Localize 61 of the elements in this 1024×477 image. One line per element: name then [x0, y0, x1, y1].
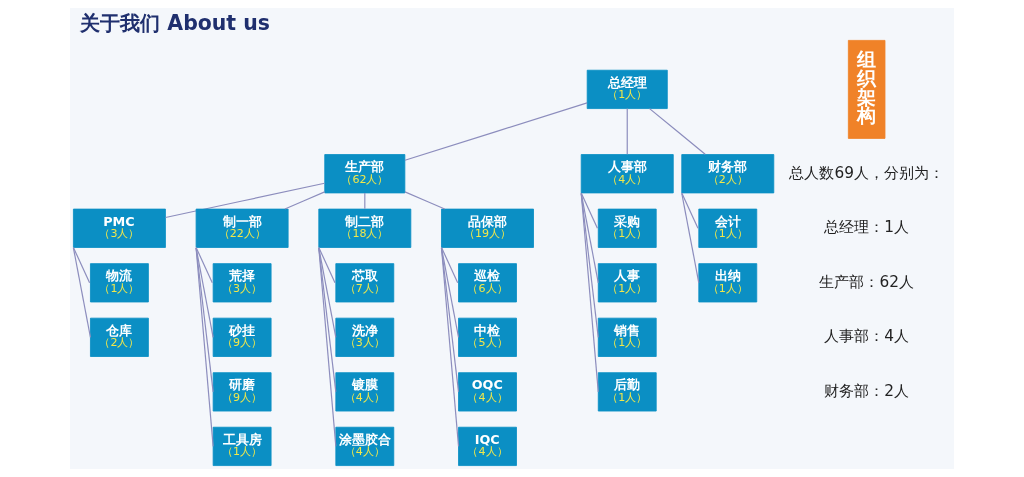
connector: [580, 192, 599, 338]
node-box: 研磨 （9人）: [212, 372, 272, 412]
connector: [404, 191, 446, 210]
node-box: 人事 （1人）: [597, 263, 657, 303]
connector: [284, 191, 326, 210]
node-box: 财务部 （2人）: [681, 154, 775, 194]
node-box: 砂挂 （9人）: [212, 317, 272, 357]
node-box: 制二部 （18人）: [318, 208, 412, 248]
label: 人事部：4人: [824, 327, 910, 346]
connector: [318, 246, 336, 284]
node-box: 制一部 （22人）: [195, 208, 289, 248]
label: 总人数69人，分别为：: [789, 163, 944, 182]
node-box: 仓库 （2人）: [90, 317, 149, 357]
connector: [195, 247, 214, 338]
label: 财务部：2人: [824, 381, 910, 400]
connector: [318, 247, 337, 393]
node-box: 物流 （1人）: [90, 263, 149, 303]
node-box: 镀膜 （4人）: [335, 372, 395, 412]
node-box: 中检 （5人）: [458, 317, 517, 357]
node-box: 总经理 （1人）: [586, 69, 668, 109]
label: 总经理：1人: [824, 218, 910, 237]
node-box: 工具房 （1人）: [212, 426, 272, 466]
connector: [580, 192, 598, 229]
node-box: 销售 （1人）: [597, 317, 657, 357]
connector: [626, 108, 628, 155]
connector: [72, 246, 91, 284]
connector: [681, 192, 700, 284]
diagram-title: 关于我们 About us: [80, 11, 270, 36]
connector: [648, 108, 706, 155]
node-box: 组织架构: [847, 39, 886, 139]
node-box: 人事部 （4人）: [580, 154, 674, 194]
connector: [440, 246, 459, 284]
node-box: 涂墨胶合 （4人）: [335, 426, 395, 466]
connector: [580, 192, 599, 393]
label: 生产部：62人: [819, 272, 914, 291]
node-box: 芯取 （7人）: [335, 263, 395, 303]
connector: [72, 247, 92, 338]
connector: [195, 246, 213, 284]
connector: [440, 247, 460, 338]
connector: [195, 247, 214, 447]
connector: [195, 247, 214, 393]
node-box: 巡检 （6人）: [458, 263, 517, 303]
node-box: IQC （4人）: [458, 426, 517, 466]
node-box: 品保部 （19人）: [441, 208, 534, 248]
connector: [681, 192, 699, 229]
connector: [318, 247, 337, 447]
node-box: 荒择 （3人）: [212, 263, 272, 303]
connector: [440, 247, 460, 393]
connector: [318, 247, 337, 338]
node-box: 生产部 （62人）: [324, 154, 406, 194]
node-box: PMC （3人）: [73, 208, 166, 248]
connector: [404, 102, 588, 161]
node-box: 后勤 （1人）: [597, 372, 657, 412]
connector: [440, 247, 460, 447]
connector: [164, 182, 326, 219]
node-box: 采购 （1人）: [597, 208, 657, 248]
connector: [580, 192, 599, 284]
node-box: 会计 （1人）: [698, 208, 758, 248]
node-box: 出纳 （1人）: [698, 263, 758, 303]
node-box: 洗净 （3人）: [335, 317, 395, 357]
node-box: OQC （4人）: [458, 372, 517, 412]
